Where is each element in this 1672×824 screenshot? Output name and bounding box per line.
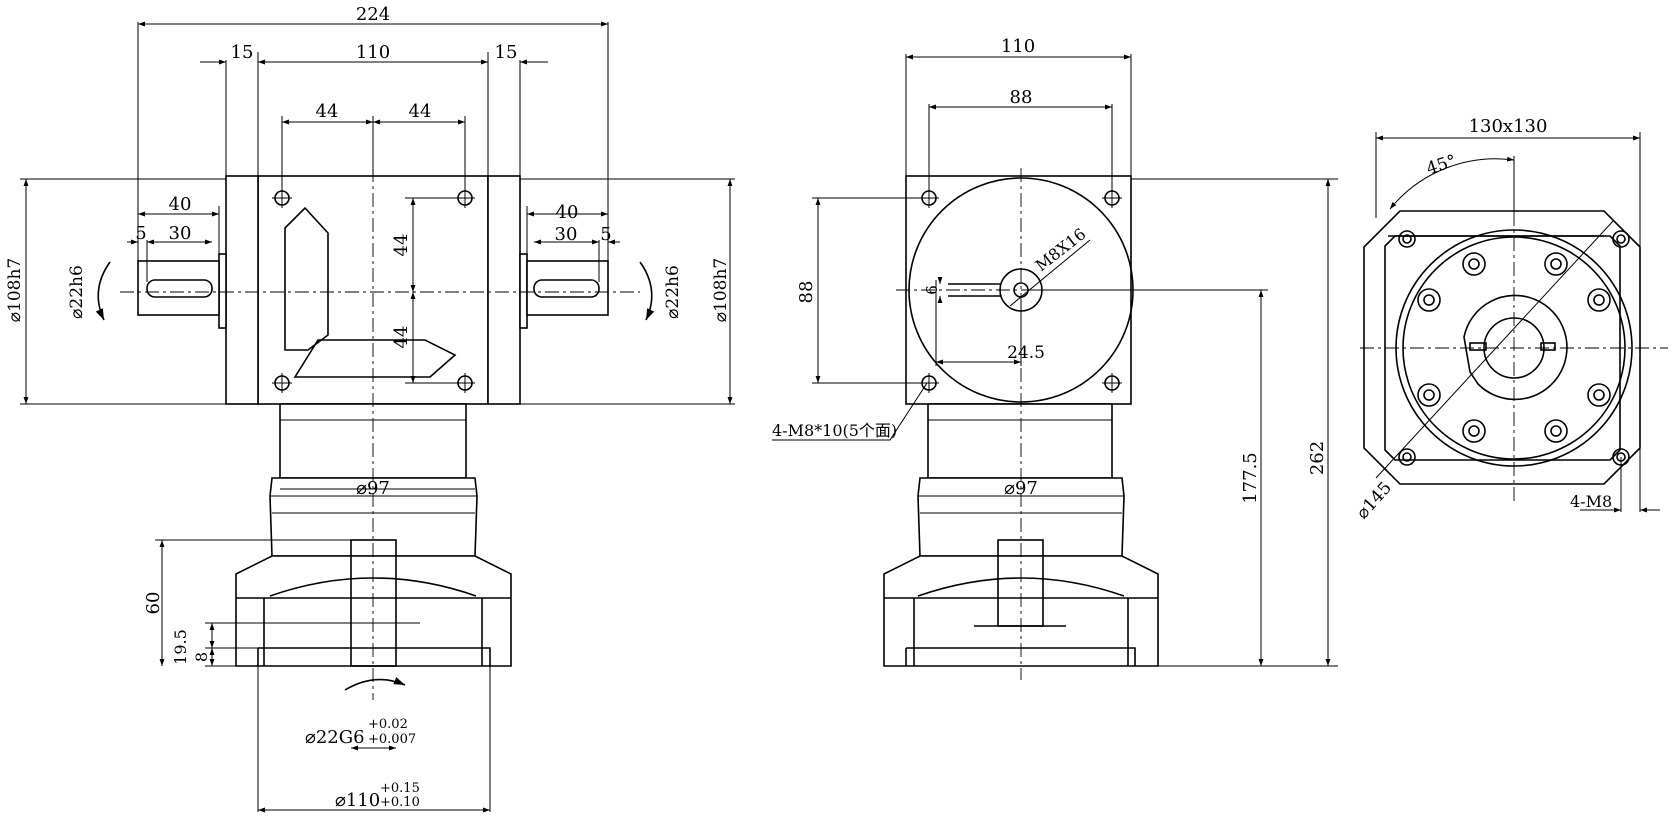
- rotation-arrow-left: [95, 261, 111, 321]
- front-window-upper: [284, 206, 329, 351]
- dim-bolt-left: 44: [316, 101, 339, 122]
- side-dim-pilot-97: ⌀97: [1004, 478, 1038, 499]
- dim-shaft-right-dia: ⌀22h6: [663, 265, 683, 319]
- flange-dim-angle: 45°: [1424, 151, 1459, 179]
- side-view: 110 88 88 M8X16 6 24.5 4-M8*10(5个面) ⌀97 …: [772, 36, 1338, 680]
- front-flange-right: [487, 175, 521, 405]
- dim-shaft-left-dia: ⌀22h6: [67, 265, 87, 319]
- side-dim-177-5: 177.5: [1240, 452, 1261, 504]
- front-key-left: [146, 279, 213, 298]
- side-adapter: [927, 403, 1113, 479]
- flange-dim-holes: 4-M8: [1570, 492, 1612, 511]
- dim-vert-upper: 44: [391, 234, 412, 257]
- dim-overall-width: 224: [356, 4, 390, 25]
- flange-dim-square: 130x130: [1469, 116, 1548, 137]
- dim-body-width: 110: [356, 42, 390, 63]
- dim-pilot-left: ⌀108h7: [5, 258, 25, 322]
- rotation-arrow-bottom: [344, 676, 406, 691]
- dim-flange-right: 15: [495, 42, 518, 63]
- dim-flange-left: 15: [231, 42, 254, 63]
- flange-hub: [1463, 294, 1568, 401]
- front-bore: [350, 539, 397, 667]
- front-adapter: [279, 403, 467, 479]
- side-dim-key-6: 6: [923, 285, 941, 295]
- dim-shaft-right-key-len: 30: [555, 224, 578, 245]
- dim-flange-tol-lower: +0.10: [380, 795, 420, 810]
- side-dim-262: 262: [1307, 441, 1328, 475]
- dim-pilot-97: ⌀97: [356, 478, 390, 499]
- dim-flange-tol-upper: +0.15: [380, 781, 420, 796]
- dim-bore-main: ⌀22G6: [305, 727, 365, 748]
- side-dim-88-width: 88: [1010, 87, 1033, 108]
- rotation-arrow-right: [639, 261, 655, 321]
- dim-bore-tol-lower: +0.007: [368, 732, 416, 747]
- flange-view: 130x130 45° ⌀145 4-M8: [1353, 116, 1668, 523]
- dim-shaft-right-key-offset: 5: [600, 224, 611, 245]
- dim-shaft-left-len: 40: [169, 194, 192, 215]
- dim-height-60: 60: [143, 592, 164, 615]
- dim-shaft-right-len: 40: [556, 202, 579, 223]
- flange-bolt-holes: [1417, 252, 1611, 443]
- dim-shaft-left-key-offset: 5: [135, 223, 146, 244]
- front-shaft-right: [526, 260, 609, 316]
- side-dim-88-height: 88: [796, 281, 817, 304]
- dim-pilot-right: ⌀108h7: [711, 258, 731, 322]
- flange-dim-pcd: ⌀145: [1353, 478, 1396, 523]
- front-flange-left: [225, 175, 259, 405]
- side-dim-holes: 4-M8*10(5个面): [772, 421, 897, 440]
- side-dim-key-24-5: 24.5: [1007, 343, 1045, 363]
- front-window-lower: [293, 339, 457, 378]
- front-boss-left: [218, 253, 227, 329]
- dim-height-8: 8: [192, 652, 211, 662]
- dim-bolt-right: 44: [409, 101, 432, 122]
- dim-vert-lower: 44: [391, 326, 412, 349]
- dim-flange-main: ⌀110: [335, 790, 380, 811]
- front-view: 224 15 110 15 44 44 44 44 40 5 30 40 30 …: [5, 4, 735, 813]
- dim-height-19-5: 19.5: [171, 629, 190, 665]
- front-housing: [235, 555, 512, 667]
- front-boss-right: [519, 253, 528, 329]
- side-dim-110: 110: [1001, 36, 1035, 57]
- front-key-right: [533, 279, 600, 298]
- dim-bore-tol-upper: +0.02: [368, 717, 408, 732]
- flange-outline: [1363, 210, 1641, 485]
- dim-shaft-left-key-len: 30: [169, 223, 192, 244]
- front-shaft-left: [137, 260, 220, 316]
